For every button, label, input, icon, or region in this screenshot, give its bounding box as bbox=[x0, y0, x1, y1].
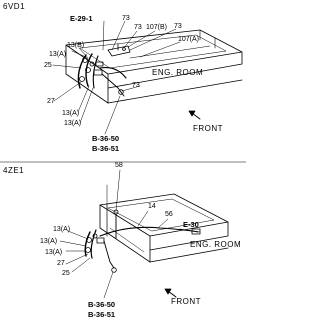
connector-ref-e29-1: E-29-1 bbox=[70, 14, 93, 23]
part-25-label: 25 bbox=[44, 62, 52, 69]
eng-room-label: ENG. ROOM bbox=[152, 68, 204, 77]
part-107b-label: 107(B) bbox=[146, 24, 168, 31]
part-13a-label: 13(A) bbox=[64, 120, 82, 127]
part-13a-label: 13(A) bbox=[53, 226, 71, 233]
part-73-label: 73 bbox=[122, 15, 130, 22]
part-13a-label: 13(A) bbox=[40, 238, 58, 245]
top-diagram-drawing bbox=[52, 20, 243, 135]
part-27-label: 27 bbox=[47, 98, 55, 105]
bottom-diagram-drawing bbox=[59, 169, 229, 299]
connector-ref-b36-51: B-36-51 bbox=[92, 144, 120, 153]
part-56-label: 56 bbox=[165, 211, 173, 218]
part-13a-label: 13(A) bbox=[45, 249, 63, 256]
connector-ref-b36-50: B-36-50 bbox=[92, 134, 120, 143]
part-13a-label: 13(A) bbox=[62, 110, 80, 117]
connector-ref-e30: E-30 bbox=[183, 220, 199, 229]
front-label: FRONT bbox=[171, 297, 202, 306]
front-label: FRONT bbox=[193, 124, 224, 133]
part-73-label: 73 bbox=[134, 24, 142, 31]
part-14-label: 14 bbox=[148, 203, 156, 210]
eng-room-label: ENG. ROOM bbox=[190, 240, 242, 249]
engine-code-4ze1: 4ZE1 bbox=[3, 166, 25, 175]
part-13b-label: 13(B) bbox=[67, 42, 85, 49]
part-25-label: 25 bbox=[62, 270, 70, 277]
part-73-label: 73 bbox=[174, 23, 182, 30]
engine-code-6vd1: 6VD1 bbox=[3, 2, 26, 11]
part-13a-label: 13(A) bbox=[49, 51, 67, 58]
part-27-label: 27 bbox=[57, 260, 65, 267]
connector-ref-b36-51: B-36-51 bbox=[88, 310, 116, 319]
connector-ref-b36-50: B-36-50 bbox=[88, 300, 116, 309]
part-73-label: 73 bbox=[132, 82, 140, 89]
diagram-line-art bbox=[0, 20, 246, 299]
parts-diagram-page: 6VD1 E-29-1 73 73 107(B) 73 13(B) 13(A) … bbox=[0, 2, 246, 319]
part-107a-label: 107(A) bbox=[178, 36, 200, 43]
part-58-label: 58 bbox=[115, 162, 123, 169]
